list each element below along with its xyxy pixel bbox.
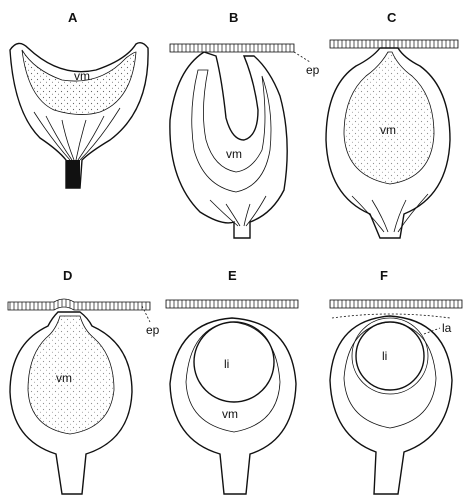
panel-f-label-li: li bbox=[382, 349, 387, 363]
panel-f-letter: F bbox=[380, 268, 388, 283]
panel-b-ep-leader bbox=[294, 52, 310, 62]
panel-b: B ep vm bbox=[170, 10, 320, 238]
panel-d-letter: D bbox=[63, 268, 72, 283]
panel-f-label-la: la bbox=[442, 321, 452, 335]
panel-f-epithelium bbox=[330, 300, 462, 308]
panel-f-lens bbox=[356, 322, 424, 390]
panel-c-epithelium bbox=[330, 40, 458, 48]
panel-b-letter: B bbox=[229, 10, 238, 25]
panel-a: A vm bbox=[10, 10, 148, 188]
panel-c-label-vm: vm bbox=[380, 123, 396, 137]
panel-f-lens-capsule bbox=[352, 318, 428, 394]
panel-f-cup-inner bbox=[344, 322, 436, 428]
panel-e-lens bbox=[194, 322, 274, 402]
panel-a-stalk bbox=[66, 160, 80, 188]
panel-f: F la li bbox=[330, 268, 462, 494]
panel-d: D ep vm bbox=[8, 268, 160, 494]
panel-a-letter: A bbox=[68, 10, 78, 25]
panel-d-label-ep: ep bbox=[146, 323, 160, 337]
panel-e-cup-outer bbox=[170, 318, 296, 494]
panel-f-cup-outer bbox=[330, 316, 452, 494]
panel-d-label-vm: vm bbox=[56, 371, 72, 385]
panel-c-letter: C bbox=[387, 10, 397, 25]
panel-c: C vm bbox=[326, 10, 458, 238]
panel-f-la-leader bbox=[424, 328, 440, 334]
panel-a-fibres bbox=[34, 108, 120, 160]
panel-d-epithelium bbox=[8, 299, 150, 310]
panel-b-label-vm: vm bbox=[226, 147, 242, 161]
panel-e-epithelium bbox=[166, 300, 298, 308]
panel-b-label-ep: ep bbox=[306, 63, 320, 77]
panel-e-letter: E bbox=[228, 268, 237, 283]
panel-e: E li vm bbox=[166, 268, 298, 494]
panel-b-epithelium bbox=[170, 44, 294, 52]
panel-e-label-vm: vm bbox=[222, 407, 238, 421]
panel-c-fibres bbox=[352, 194, 428, 232]
panel-e-label-li: li bbox=[224, 357, 229, 371]
panel-b-cup-outer bbox=[170, 52, 287, 238]
panel-a-label-vm: vm bbox=[74, 69, 90, 83]
